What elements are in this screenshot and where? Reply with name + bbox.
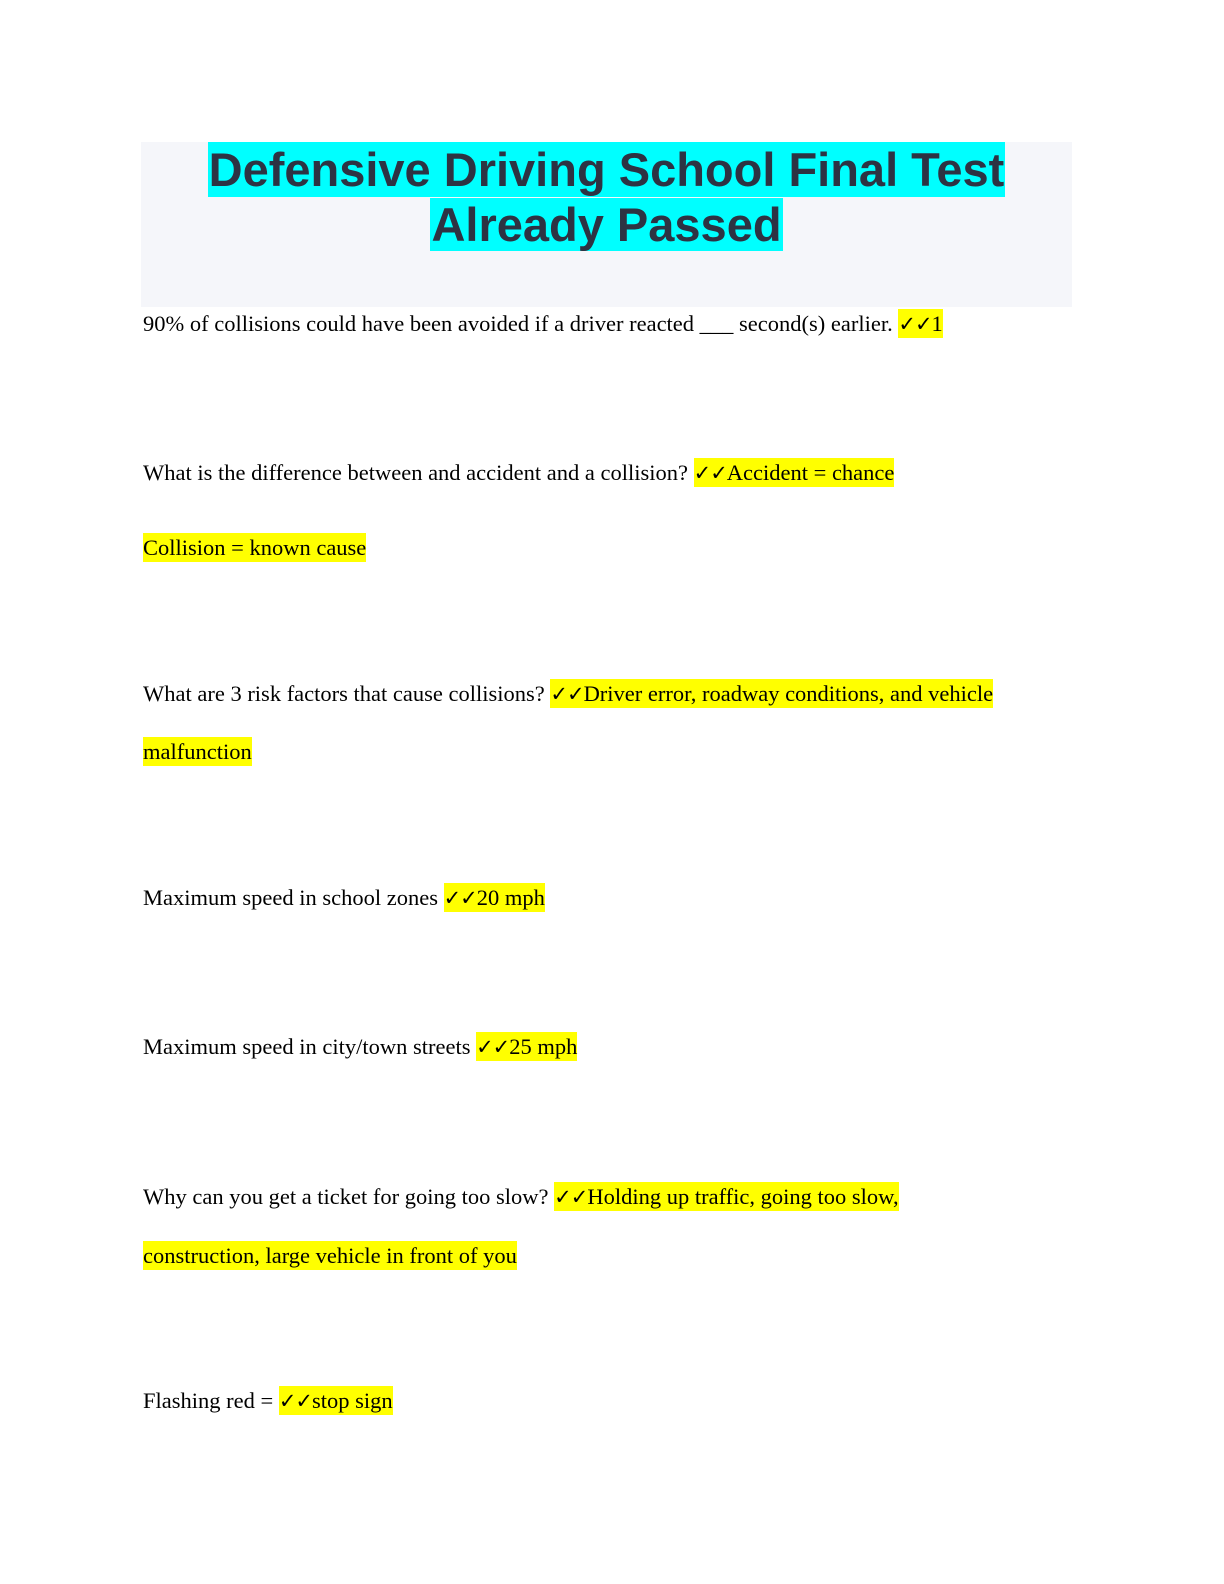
answer-continuation: malfunction [143,736,252,768]
page-title: Defensive Driving School Final Test Alre… [141,142,1072,252]
answer-continuation: construction, large vehicle in front of … [143,1240,517,1272]
answer-highlight: ✓✓Holding up traffic, going too slow, [554,1182,899,1211]
answer-text: Accident = chance [726,460,895,485]
answer-text-continued: malfunction [143,737,252,766]
qa-item: Maximum speed in city/town streets ✓✓25 … [143,1031,578,1063]
double-check-icon: ✓✓ [898,312,932,336]
title-line-2: Already Passed [430,198,783,251]
question-text: 90% of collisions could have been avoide… [143,311,893,336]
double-check-icon: ✓✓ [476,1035,510,1059]
qa-item: Maximum speed in school zones ✓✓20 mph [143,882,545,914]
double-check-icon: ✓✓ [278,1389,313,1413]
answer-highlight: ✓✓Driver error, roadway conditions, and … [550,679,994,708]
answer-text: 1 [931,311,943,336]
title-header-box: Defensive Driving School Final Test Alre… [141,142,1072,307]
answer-highlight: ✓✓20 mph [443,883,545,912]
title-line-1: Defensive Driving School Final Test [207,142,1006,197]
question-text: Maximum speed in city/town streets [143,1034,471,1059]
question-text: What is the difference between and accid… [143,460,688,485]
answer-highlight: ✓✓1 [898,309,943,338]
question-text: What are 3 risk factors that cause colli… [143,681,545,706]
qa-item: What is the difference between and accid… [143,457,895,489]
answer-text: 25 mph [509,1034,578,1059]
answer-text: Driver error, roadway conditions, and ve… [583,681,994,706]
answer-text-continued: Collision = known cause [143,533,367,562]
qa-item: Why can you get a ticket for going too s… [143,1181,899,1213]
double-check-icon: ✓✓ [443,886,478,910]
qa-item: 90% of collisions could have been avoide… [143,308,943,340]
double-check-icon: ✓✓ [550,682,584,706]
answer-text: stop sign [312,1388,393,1413]
question-text: Why can you get a ticket for going too s… [143,1184,549,1209]
question-text: Flashing red = [143,1388,274,1413]
answer-text: 20 mph [476,885,545,910]
double-check-icon: ✓✓ [554,1185,588,1209]
question-text: Maximum speed in school zones [143,885,438,910]
qa-item: Flashing red = ✓✓stop sign [143,1385,393,1417]
answer-highlight: ✓✓25 mph [476,1032,578,1061]
answer-highlight: ✓✓Accident = chance [693,458,895,487]
answer-continuation: Collision = known cause [143,532,367,564]
answer-text-continued: construction, large vehicle in front of … [143,1241,517,1270]
answer-text: Holding up traffic, going too slow, [587,1184,899,1209]
double-check-icon: ✓✓ [693,461,728,485]
answer-highlight: ✓✓stop sign [278,1386,393,1415]
qa-item: What are 3 risk factors that cause colli… [143,678,994,710]
